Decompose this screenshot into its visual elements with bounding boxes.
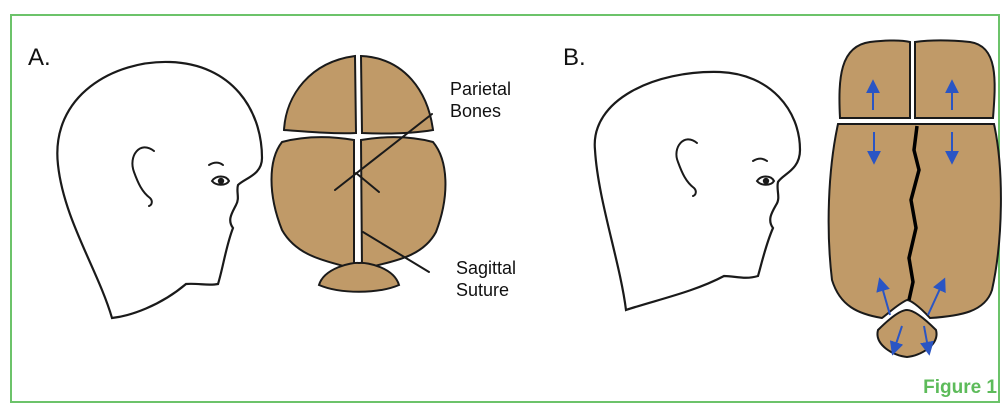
figure-caption: Figure 1 (923, 377, 997, 399)
parietal-bone-left (272, 137, 355, 270)
label-sagittal-suture: Sagittal Suture (456, 257, 516, 301)
label-sagittal-line1: Sagittal (456, 257, 516, 279)
frontal-bone-right-b (915, 41, 995, 119)
parietal-bone-right (361, 137, 445, 270)
panel-label-b: B. (563, 44, 586, 72)
label-sagittal-line2: Suture (456, 279, 516, 301)
skull-normal (272, 56, 446, 292)
head-profile-normal (57, 62, 262, 318)
occipital-bone (319, 263, 399, 292)
label-parietal-line1: Parietal (450, 78, 511, 100)
head-profile-elongated (595, 72, 800, 310)
label-parietal-bones: Parietal Bones (450, 78, 511, 122)
skull-elongated (829, 41, 1001, 358)
panel-label-a: A. (28, 44, 51, 72)
frontal-bone-left (284, 56, 356, 133)
frontal-bone-left-b (839, 41, 910, 119)
label-parietal-line2: Bones (450, 100, 511, 122)
